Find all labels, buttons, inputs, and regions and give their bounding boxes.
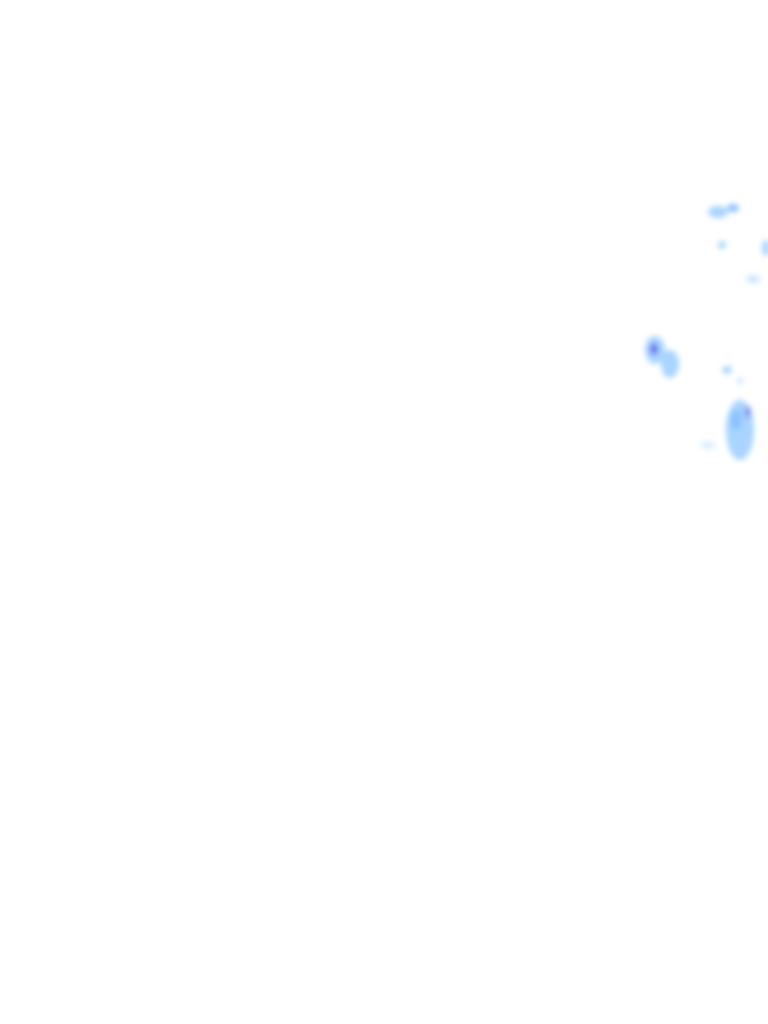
precip-cell bbox=[718, 241, 726, 249]
precip-cell bbox=[730, 410, 742, 430]
precip-cell bbox=[746, 275, 760, 283]
precip-cell bbox=[762, 240, 768, 256]
precip-cell bbox=[737, 379, 743, 383]
precip-cell bbox=[722, 366, 732, 374]
precip-cell bbox=[661, 350, 679, 378]
precip-cell bbox=[745, 406, 751, 418]
precip-cell bbox=[700, 441, 716, 449]
precip-cell bbox=[650, 343, 658, 355]
precip-cell bbox=[708, 206, 728, 218]
precip-cell bbox=[727, 204, 739, 212]
